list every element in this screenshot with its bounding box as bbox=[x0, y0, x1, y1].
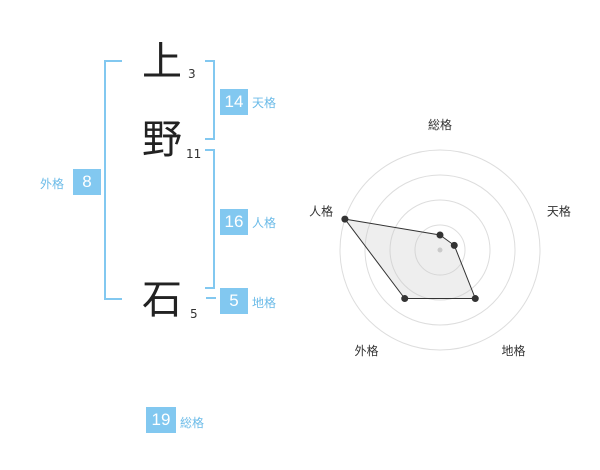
radar-axis-label: 外格 bbox=[355, 343, 379, 358]
jinkaku-label: 人格 bbox=[252, 216, 277, 230]
radar-point bbox=[450, 241, 458, 249]
jinkaku-value: 16 bbox=[220, 209, 248, 235]
gaikaku-label: 外格 bbox=[40, 177, 65, 191]
gaikaku-bracket bbox=[104, 60, 106, 300]
gaikaku-value: 8 bbox=[73, 169, 101, 195]
radar-point bbox=[401, 295, 409, 303]
radar-ring bbox=[389, 199, 491, 301]
radar-center bbox=[437, 247, 443, 253]
soukaku-label: 総格 bbox=[180, 416, 205, 430]
jinkaku-bracket bbox=[213, 149, 215, 289]
radar-point bbox=[436, 231, 444, 239]
name-char-1: 上 bbox=[142, 39, 182, 85]
jinkaku-bracket-bottom bbox=[205, 287, 215, 289]
radar-ring bbox=[339, 149, 541, 351]
name-char-3: 石 bbox=[142, 277, 182, 323]
radar-point bbox=[341, 215, 349, 223]
gaikaku-bracket-top bbox=[104, 60, 122, 62]
soukaku-value: 19 bbox=[146, 407, 176, 433]
chikaku-connector bbox=[206, 297, 216, 299]
radar-axis-label: 人格 bbox=[309, 203, 333, 218]
chikaku-label: 地格 bbox=[252, 296, 277, 310]
chikaku-value: 5 bbox=[220, 288, 248, 314]
stroke-count-3: 5 bbox=[190, 307, 198, 321]
stroke-count-1: 3 bbox=[188, 67, 196, 81]
radar-axis-label: 総格 bbox=[428, 117, 452, 132]
stroke-count-2: 11 bbox=[186, 147, 202, 161]
tenkaku-bracket-top bbox=[205, 60, 215, 62]
radar-ring bbox=[364, 174, 516, 326]
jinkaku-bracket-top bbox=[205, 149, 215, 151]
tenkaku-value: 14 bbox=[220, 89, 248, 115]
radar-axis-label: 地格 bbox=[501, 343, 525, 358]
radar-point bbox=[471, 295, 479, 303]
name-char-2: 野 bbox=[142, 117, 182, 163]
radar-ring bbox=[414, 224, 466, 276]
tenkaku-label: 天格 bbox=[252, 96, 277, 110]
tenkaku-bracket bbox=[213, 60, 215, 140]
tenkaku-bracket-bottom bbox=[205, 138, 215, 140]
radar-axis-label: 天格 bbox=[547, 203, 571, 218]
gaikaku-bracket-bottom bbox=[104, 298, 122, 300]
